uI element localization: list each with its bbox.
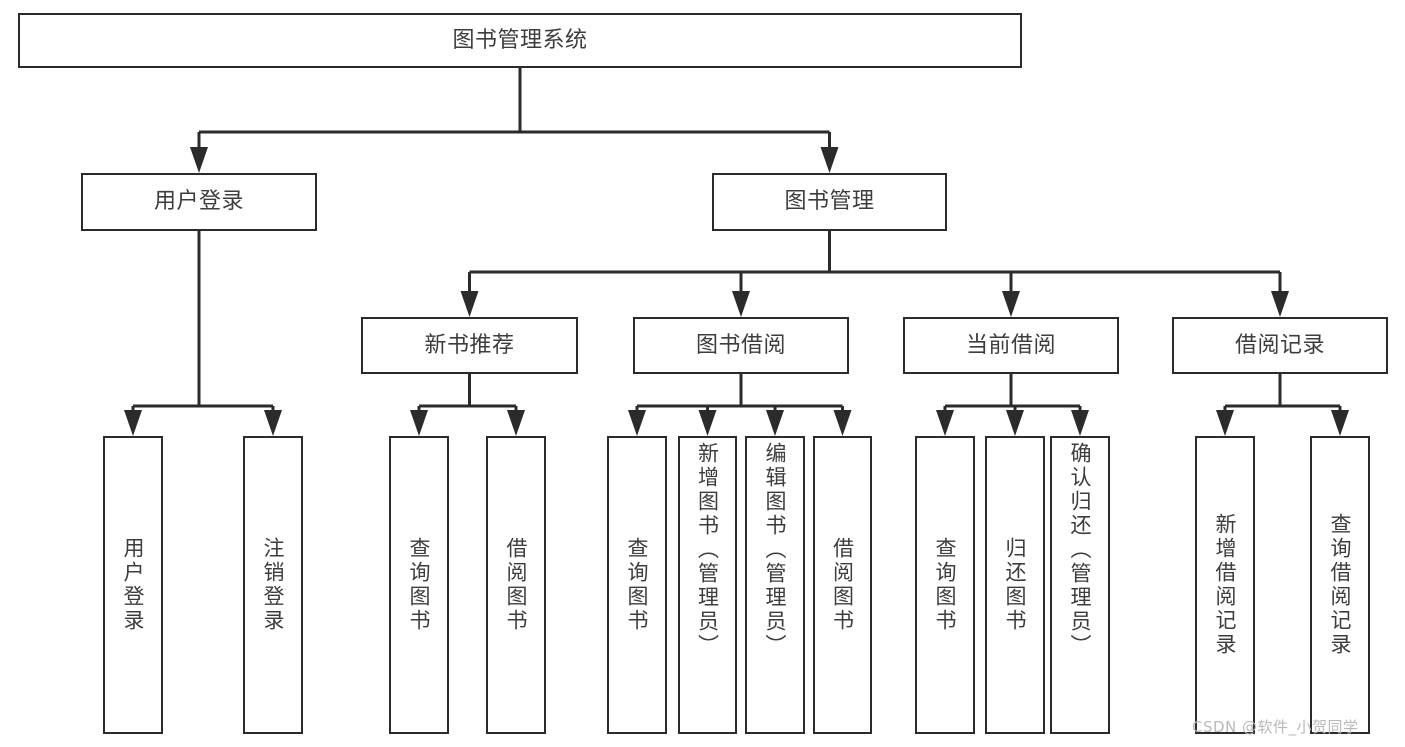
node-leaf-add-book[interactable]: 新增图书（管理员） (678, 436, 737, 734)
node-leaf-confirm-ret[interactable]: 确认归还（管理员） (1050, 436, 1110, 734)
node-leaf-return-book[interactable]: 归还图书 (985, 436, 1045, 734)
node-book-borrow[interactable]: 图书借阅 (633, 317, 849, 374)
arrow-head-icon (410, 410, 428, 436)
arrow-head-icon (264, 410, 282, 436)
arrow-head-icon (698, 410, 717, 436)
node-label: 图书管理 (784, 189, 875, 215)
arrow-head-icon (1331, 410, 1349, 436)
node-label: 借阅图书 (830, 537, 855, 633)
node-label: 当前借阅 (965, 332, 1056, 358)
arrow-head-icon (1271, 291, 1289, 317)
arrow-head-icon (732, 291, 750, 317)
arrow-head-icon (833, 410, 852, 436)
arrow-head-icon (124, 410, 142, 436)
node-leaf-user-login[interactable]: 用户登录 (103, 436, 163, 734)
node-new-book-rec[interactable]: 新书推荐 (361, 317, 578, 374)
node-label: 用户登录 (153, 189, 244, 215)
arrow-head-icon (1006, 410, 1024, 436)
node-label: 用户登录 (121, 537, 146, 633)
node-label: 查询图书 (407, 537, 432, 633)
arrow-head-icon (1002, 291, 1020, 317)
node-label: 新书推荐 (424, 332, 515, 358)
node-label: 借阅图书 (504, 537, 529, 633)
node-leaf-query-record[interactable]: 查询借阅记录 (1310, 436, 1370, 734)
arrow-head-icon (190, 147, 208, 173)
node-current-borrow[interactable]: 当前借阅 (903, 317, 1119, 374)
node-label: 注销登录 (261, 537, 286, 633)
arrow-head-icon (1216, 410, 1234, 436)
arrow-head-icon (1071, 410, 1089, 436)
node-leaf-add-record[interactable]: 新增借阅记录 (1195, 436, 1255, 734)
node-label: 借阅记录 (1234, 332, 1325, 358)
node-leaf-borrow-book-2[interactable]: 借阅图书 (813, 436, 872, 734)
node-leaf-query-book-3[interactable]: 查询图书 (915, 436, 975, 734)
node-label: 新增借阅记录 (1213, 513, 1238, 657)
arrow-head-icon (936, 410, 954, 436)
arrow-head-icon (766, 410, 784, 436)
node-label: 新增图书（管理员） (695, 442, 720, 658)
node-leaf-query-book-1[interactable]: 查询图书 (389, 436, 449, 734)
node-label: 编辑图书（管理员） (763, 442, 788, 658)
node-user-login[interactable]: 用户登录 (81, 173, 317, 231)
node-label: 确认归还（管理员） (1068, 442, 1093, 658)
node-leaf-query-book-2[interactable]: 查询图书 (607, 436, 667, 734)
node-book-manage[interactable]: 图书管理 (712, 173, 947, 231)
arrow-head-icon (628, 410, 646, 436)
node-label: 图书借阅 (695, 332, 786, 358)
node-label: 图书管理系统 (452, 27, 588, 53)
node-label: 查询图书 (625, 537, 650, 633)
node-leaf-edit-book[interactable]: 编辑图书（管理员） (745, 436, 805, 734)
node-leaf-borrow-book-1[interactable]: 借阅图书 (486, 436, 546, 734)
node-label: 查询借阅记录 (1328, 513, 1353, 657)
node-label: 查询图书 (933, 537, 958, 633)
arrow-head-icon (460, 291, 479, 317)
csdn-watermark: CSDN @软件_小贺同学 (1192, 718, 1359, 736)
arrow-head-icon (507, 410, 525, 436)
node-leaf-logout[interactable]: 注销登录 (243, 436, 303, 734)
arrow-head-icon (820, 147, 839, 173)
node-root[interactable]: 图书管理系统 (18, 13, 1022, 68)
node-borrow-record[interactable]: 借阅记录 (1172, 317, 1388, 374)
node-label: 归还图书 (1003, 537, 1028, 633)
